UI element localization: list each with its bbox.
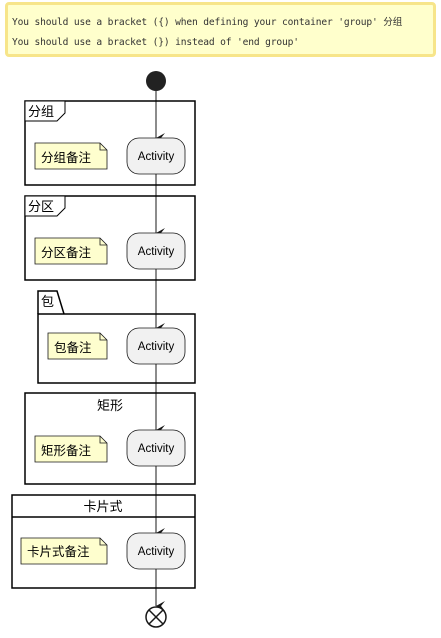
note-card: 卡片式备注 (20, 537, 108, 565)
note-text-package: 包备注 (54, 340, 92, 355)
end-node (145, 606, 167, 628)
note-text-card: 卡片式备注 (27, 544, 90, 559)
container-partition: 分区 分区备注 Activity (24, 195, 196, 281)
activity-label-1: Activity (138, 151, 175, 163)
start-node (146, 71, 166, 91)
container-title-group: 分组 (28, 105, 54, 120)
container-card: 卡片式 卡片式备注 Activity (11, 494, 196, 589)
note-text-partition: 分区备注 (41, 245, 92, 260)
activity-5: Activity (126, 532, 186, 570)
note-package: 包备注 (47, 332, 108, 360)
container-package: 包 包备注 Activity (37, 290, 196, 384)
activity-label-4: Activity (138, 443, 175, 455)
activity-4: Activity (126, 429, 186, 467)
warning-box: You should use a bracket ({) when defini… (5, 2, 436, 57)
container-group: 分组 分组备注 Activity (24, 100, 196, 186)
container-rectangle: 矩形 矩形备注 Activity (24, 392, 196, 485)
activity-label-5: Activity (138, 546, 175, 558)
note-text-rectangle: 矩形备注 (41, 443, 92, 458)
activity-1: Activity (126, 137, 186, 175)
warning-line-2: You should use a bracket (}) instead of … (12, 37, 299, 48)
activity-label-3: Activity (138, 341, 175, 353)
note-group: 分组备注 (34, 142, 108, 170)
note-rectangle: 矩形备注 (34, 435, 108, 463)
container-title-partition: 分区 (28, 200, 54, 215)
activity-2: Activity (126, 232, 186, 270)
activity-3: Activity (126, 327, 186, 365)
note-partition: 分区备注 (34, 237, 108, 265)
container-title-rectangle: 矩形 (97, 399, 123, 414)
warning-line-1: You should use a bracket ({) when defini… (12, 17, 403, 28)
container-title-package: 包 (41, 295, 54, 310)
container-title-card: 卡片式 (83, 500, 122, 515)
note-text-group: 分组备注 (41, 150, 92, 165)
activity-label-2: Activity (138, 246, 175, 258)
